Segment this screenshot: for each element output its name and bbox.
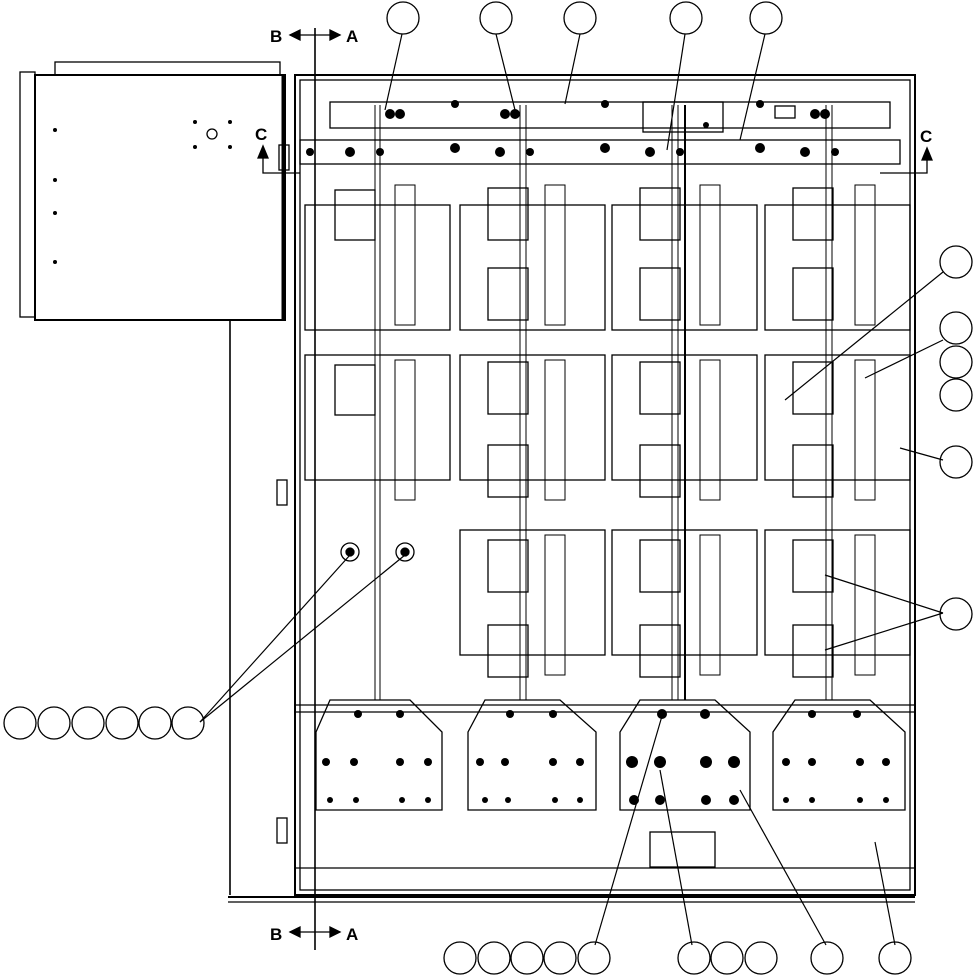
callout-balloon <box>677 941 711 975</box>
callout-balloon <box>939 311 973 345</box>
callout-balloon <box>105 706 139 740</box>
section-label-b-bottom: B <box>270 925 282 944</box>
callout-balloon <box>939 245 973 279</box>
callout-balloon <box>3 706 37 740</box>
section-arrow-icon <box>288 925 301 939</box>
section-arrow-icon <box>329 925 342 939</box>
section-arrow-icon <box>921 146 933 161</box>
callout-balloon <box>479 1 513 35</box>
callout-balloons <box>3 1 973 975</box>
callout-balloon <box>386 1 420 35</box>
leader-lines <box>199 33 944 946</box>
section-label-c-left: C <box>255 125 267 144</box>
section-label-c-right: C <box>920 127 932 146</box>
fastener-icon <box>340 542 360 562</box>
upper-bus-bars <box>299 100 901 165</box>
section-line-ba-bottom: B A <box>270 925 358 944</box>
callout-balloon <box>563 1 597 35</box>
section-label-a-bottom: A <box>346 925 358 944</box>
callout-balloon <box>477 941 511 975</box>
section-arrow-icon <box>329 28 342 42</box>
callout-balloon <box>710 941 744 975</box>
callout-balloon <box>810 941 844 975</box>
callout-balloon <box>878 941 912 975</box>
control-box <box>19 61 290 895</box>
section-arrow-icon <box>288 28 301 42</box>
section-arrow-icon <box>257 144 269 159</box>
callout-balloon <box>939 597 973 631</box>
callout-balloon <box>744 941 778 975</box>
callout-balloon <box>443 941 477 975</box>
callout-balloon <box>138 706 172 740</box>
cabinet-frame <box>228 74 916 903</box>
section-line-ba-top: B A <box>270 27 358 46</box>
callout-balloon <box>37 706 71 740</box>
fastener-icon <box>345 547 355 557</box>
callout-balloon <box>543 941 577 975</box>
fastener-icon <box>306 100 839 157</box>
callout-balloon <box>171 706 205 740</box>
fastener-icon <box>395 542 415 562</box>
callout-balloon <box>749 1 783 35</box>
ground-symbol-icon <box>206 128 218 140</box>
callout-balloon <box>510 941 544 975</box>
callout-balloon <box>71 706 105 740</box>
callout-balloon <box>577 941 611 975</box>
section-c-right: C <box>880 127 933 174</box>
power-module-grid <box>304 105 911 700</box>
fastener-icon <box>400 547 410 557</box>
section-label-a-top: A <box>346 27 358 46</box>
section-c-left: C <box>255 125 300 174</box>
callout-balloon <box>939 378 973 412</box>
callout-balloon <box>939 445 973 479</box>
section-label-b-top: B <box>270 27 282 46</box>
callout-balloon <box>939 345 973 379</box>
terminal-plates <box>315 699 906 868</box>
callout-balloon <box>669 1 703 35</box>
